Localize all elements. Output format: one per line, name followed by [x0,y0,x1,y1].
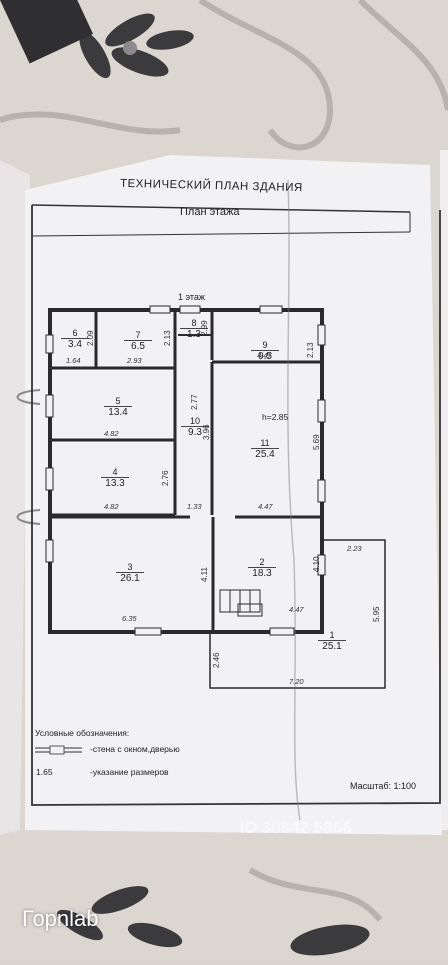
dim-label: 4.47 [289,605,304,614]
dim-label: 4.82 [104,429,119,438]
dim-label: 2.23 [347,544,362,553]
dim-label-vertical: 2.46 [212,652,221,668]
dim-label-vertical: 2.13 [163,330,172,346]
legend-dim-sample: 1.65 [36,767,53,777]
legend-wall-sample [35,745,82,755]
watermark-faint: ID 30842 5866 [240,818,352,837]
dim-label: 4.47 [258,502,273,511]
dim-label: 4.47 [257,351,272,360]
dim-label-vertical: 5.95 [372,606,381,622]
dim-label: 6.35 [122,614,137,623]
dim-label: 7.20 [289,677,304,686]
dim-label-vertical: 2.09 [86,330,95,346]
ceiling-height: h=2.85 [262,412,289,422]
dim-label: 1.33 [187,502,202,511]
binder-cover [0,160,30,835]
legend-heading: Условные обозначения: [35,728,130,738]
legend-wall-label: -стена с окном,дверью [90,744,180,754]
dim-label-vertical: 2.77 [190,394,199,410]
flower-icon-bottom [57,886,370,956]
scale-label: Масштаб: 1:100 [350,781,417,791]
legend-dim-label: -указание размеров [90,767,169,777]
dim-label-vertical: 2.76 [161,470,170,486]
dim-label: 4.82 [104,502,119,511]
dark-object [0,0,94,64]
dim-label-vertical: 2.99 [200,320,209,336]
dim-label: 2.93 [127,356,142,365]
print-streak [287,179,301,821]
dim-label-vertical: 2.13 [306,342,315,358]
tablecloth-pattern [0,0,448,922]
dim-label-vertical: 4.10 [312,556,321,572]
floor-label: 1 этаж [178,292,205,302]
document-subtitle: План этажа [180,206,240,218]
dim-label-vertical: 5.69 [312,434,321,450]
document-frame [31,205,441,806]
dim-label-vertical: 4.11 [200,567,209,582]
paper-sheet [25,155,442,835]
flower-icon [79,13,194,79]
dim-label: 1.64 [66,356,81,365]
watermark-brand: Горnlab [22,906,99,931]
windows [45,305,326,636]
dim-label-vertical: 3.96 [202,424,211,440]
